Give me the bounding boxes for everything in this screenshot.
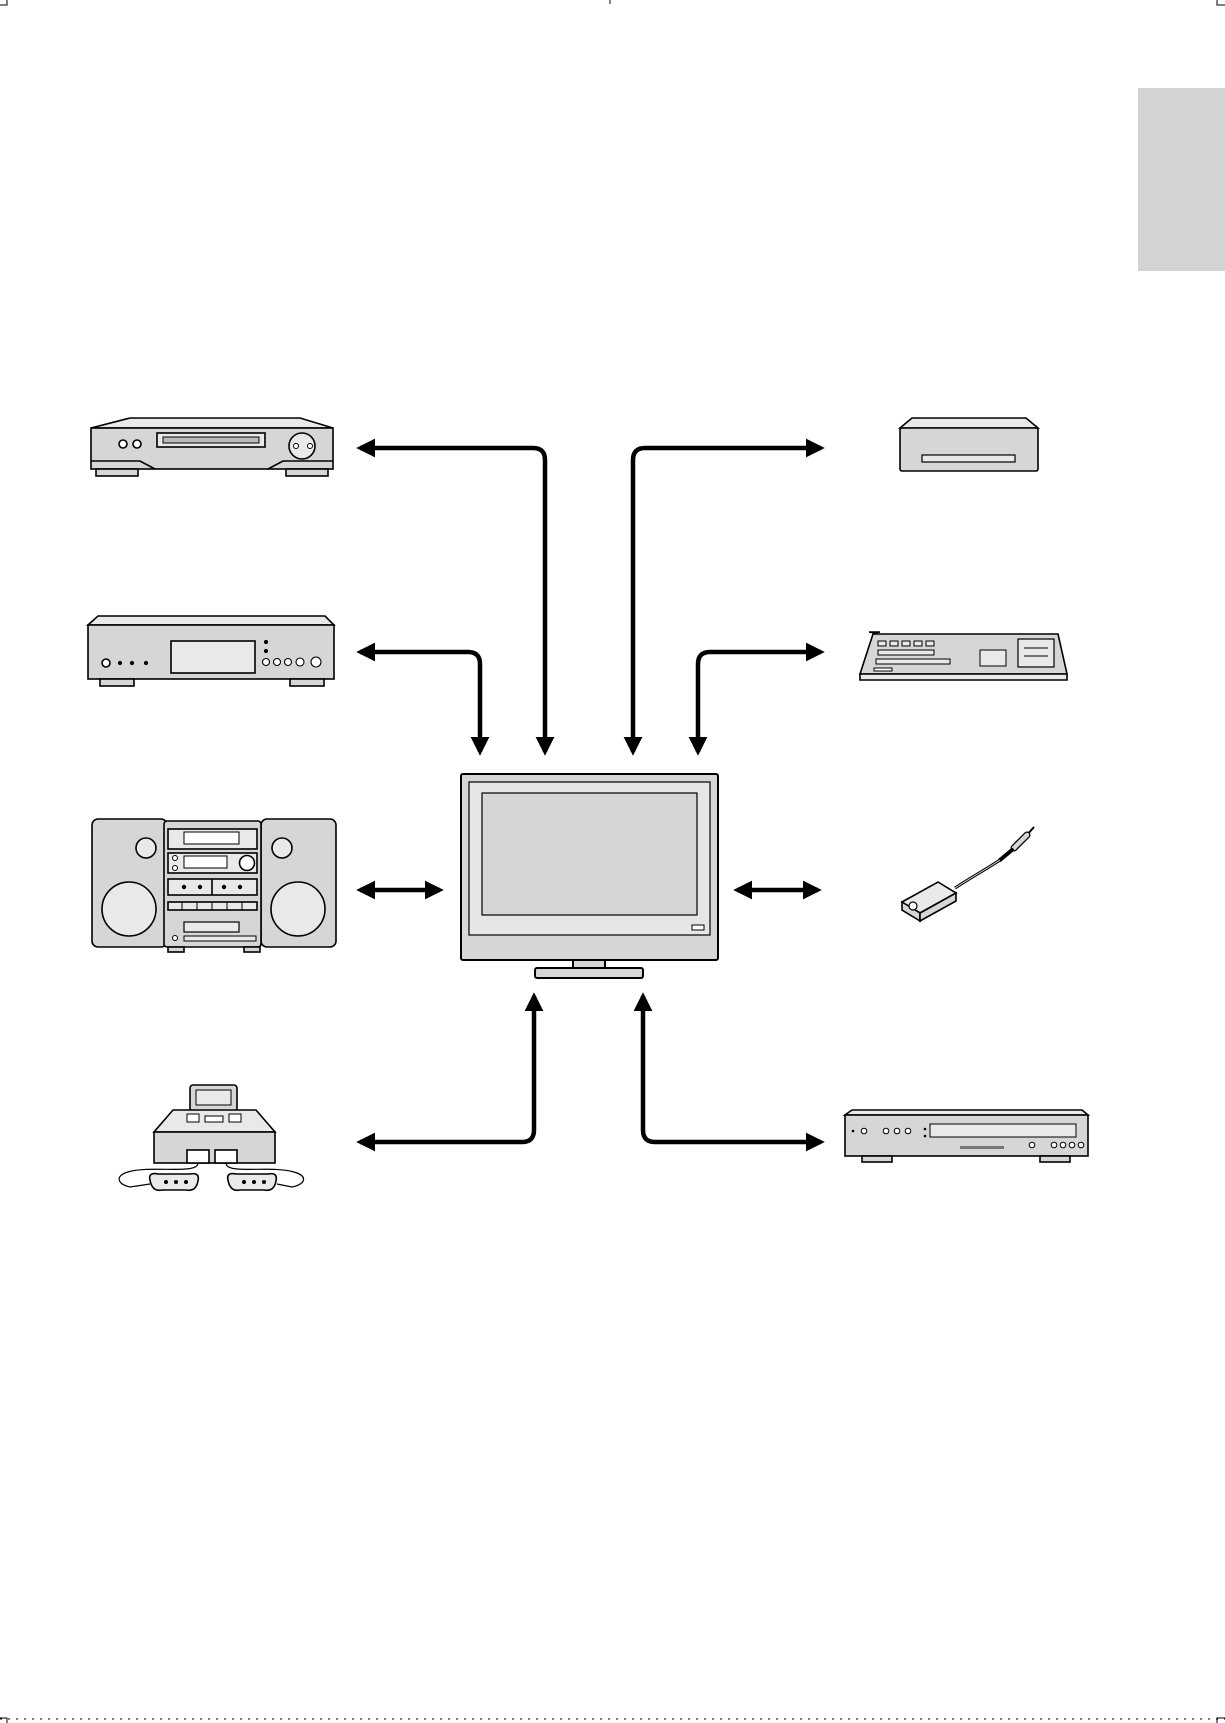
- pc-keyboard-device: [860, 632, 1067, 680]
- dvd-player-device: [88, 616, 334, 686]
- game-console-connection-arrow: [360, 996, 534, 1142]
- camcorder-device: [900, 418, 1038, 471]
- vcr-connection-arrow: [360, 448, 545, 752]
- ir-sensor-cable-device: [902, 827, 1034, 921]
- stereo-system-device: [92, 819, 336, 952]
- game-console-device: [119, 1085, 303, 1190]
- vcr-device: [91, 418, 333, 476]
- keyboard-connection-arrow: [698, 652, 821, 752]
- dvd-recorder-device: [845, 1110, 1088, 1162]
- dvd-player-connection-arrow: [360, 652, 480, 752]
- camcorder-connection-arrow: [633, 448, 821, 752]
- dvd-recorder-connection-arrow: [643, 996, 821, 1142]
- flat-panel-tv: [461, 774, 718, 978]
